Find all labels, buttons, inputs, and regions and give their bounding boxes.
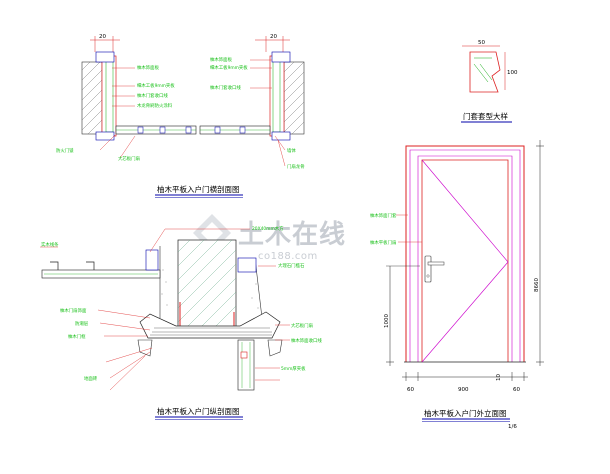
swing-line-lower [421,261,509,363]
plan-dim-left: 20 [99,34,106,40]
plan-dim-right: 20 [270,34,277,40]
section-callout-2: 大理石门槛石 [278,262,305,269]
elevation-dim-height: 8660 [534,278,540,292]
watermark-main: 土木在线 [238,220,346,250]
section-callout-1: 实木线条 [41,241,59,248]
plan-title: 柚木平板入户门横剖面图 [157,184,240,194]
section-callout-0: 20X40mm木方 [252,225,284,232]
plan-left-callout-2: 柚木门套收口线 [137,92,168,99]
elevation-dim-handle: 1000 [384,314,390,328]
elevation-callout-1: 柚木平板门扇 [370,239,396,246]
plan-left-callout-3: 木龙骨刷防火涂料 [137,102,173,109]
elevation-dim-left: 60 [407,387,414,393]
elevation-dim-right: 60 [513,387,520,393]
plan-left-callout-1: 细木工板9mm夹板 [137,82,175,89]
plan-right-callout-1: 细木工板9mm夹板 [210,64,248,71]
plan-right-callout-3: 墙体 [287,147,296,154]
elevation-title: 柚木平板入户门外立面图 [424,408,507,418]
elevation-dim-width: 900 [458,387,469,393]
plan-left-callout-0: 柚木饰面板 [137,64,160,71]
section-callout-4: 防潮层 [75,320,89,327]
trim-profile-shape [469,51,501,93]
door-handle-icon [424,255,445,283]
plan-right-callout-2: 柚木门套收口线 [210,84,241,91]
trim-dim-a: 50 [478,40,485,46]
elevation-callout-0: 柚木饰面门套 [370,212,397,219]
trim-profile-detail: 50 100 门套套型大样 [461,40,518,123]
plan-left-callout-4: 防火门锁 [56,147,74,154]
plan-right-callout-4: 门扇龙骨 [287,163,305,170]
section-title: 柚木平板入户门纵剖面图 [157,406,240,416]
trim-dim-b: 100 [507,70,518,76]
plan-right-callout-0: 柚木饰面板 [210,56,233,63]
section-callout-6: 柚木门框 [68,333,86,340]
elevation-scale: 1/6 [508,424,517,430]
section-callout-8: 5mm厚夹板 [281,365,306,372]
elevation-dim-bottom: 10 [496,374,502,381]
vertical-section-drawing: 20X40mm木方 实木线条 大理石门槛石 柚木门扇饰面 防潮层 大芯板门扇 柚… [40,225,322,420]
section-callout-9: 地面砖 [84,375,98,382]
plan-left-callout-5: 大芯板门扇 [118,155,140,162]
plan-section-drawing: 20 20 [56,34,305,198]
section-callout-3: 柚木门扇饰面 [60,307,87,314]
section-callout-5: 大芯板门扇 [291,322,313,329]
elevation-drawing: 柚木饰面门套 柚木平板门扇 8660 1000 60 900 60 10 柚木平… [370,140,544,430]
section-callout-7: 柚木饰面收口线 [291,337,322,344]
swing-line-upper [421,159,509,263]
watermark-sub: co188.com [258,251,318,262]
trim-title: 门套套型大样 [463,111,508,121]
